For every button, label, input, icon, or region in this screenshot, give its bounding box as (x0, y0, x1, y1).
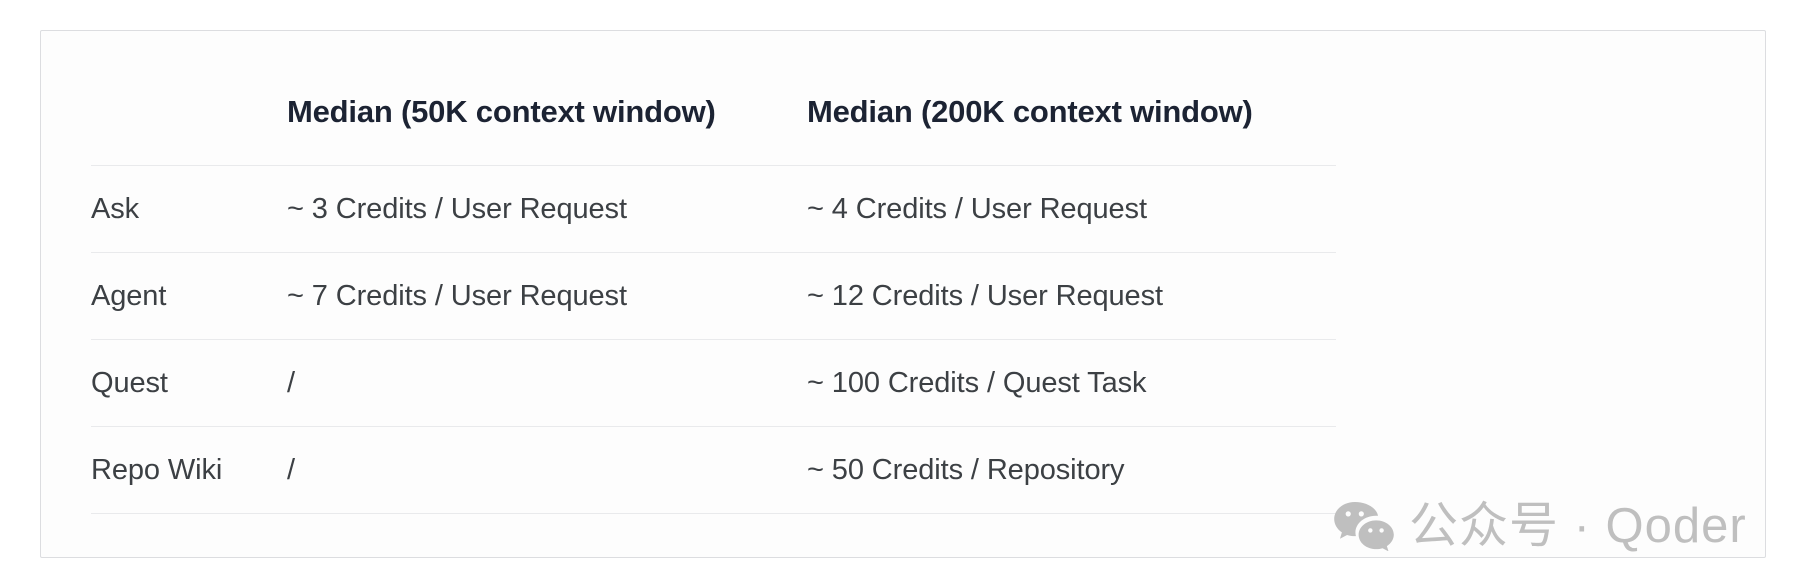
table-header-row: Median (50K context window) Median (200K… (91, 69, 1336, 166)
column-header-median-50k: Median (50K context window) (287, 69, 807, 166)
column-header-median-200k: Median (200K context window) (807, 69, 1336, 166)
watermark-label: 公众号 · Qoder (1409, 498, 1747, 553)
cell-ask-median-200k: ~ 4 Credits / User Request (807, 165, 1336, 253)
watermark: 公众号 · Qoder (1333, 498, 1747, 553)
row-label-repo-wiki: Repo Wiki (91, 426, 287, 514)
table-row: Quest / ~ 100 Credits / Quest Task (91, 339, 1336, 427)
cell-repo-wiki-median-50k: / (287, 426, 807, 514)
cell-ask-median-50k: ~ 3 Credits / User Request (287, 165, 807, 253)
cell-agent-median-200k: ~ 12 Credits / User Request (807, 252, 1336, 340)
cell-repo-wiki-median-200k: ~ 50 Credits / Repository (807, 426, 1336, 514)
table-row: Repo Wiki / ~ 50 Credits / Repository (91, 426, 1336, 514)
credits-table: Median (50K context window) Median (200K… (91, 69, 1336, 514)
credits-table-card: Median (50K context window) Median (200K… (40, 30, 1766, 558)
table-header: Median (50K context window) Median (200K… (91, 69, 1336, 166)
table-body: Ask ~ 3 Credits / User Request ~ 4 Credi… (91, 165, 1336, 514)
cell-quest-median-50k: / (287, 339, 807, 427)
cell-agent-median-50k: ~ 7 Credits / User Request (287, 252, 807, 340)
row-label-quest: Quest (91, 339, 287, 427)
column-header-feature (91, 69, 287, 166)
wechat-icon (1333, 501, 1395, 552)
cell-quest-median-200k: ~ 100 Credits / Quest Task (807, 339, 1336, 427)
row-label-ask: Ask (91, 165, 287, 253)
table-row: Agent ~ 7 Credits / User Request ~ 12 Cr… (91, 252, 1336, 340)
row-label-agent: Agent (91, 252, 287, 340)
table-row: Ask ~ 3 Credits / User Request ~ 4 Credi… (91, 165, 1336, 253)
